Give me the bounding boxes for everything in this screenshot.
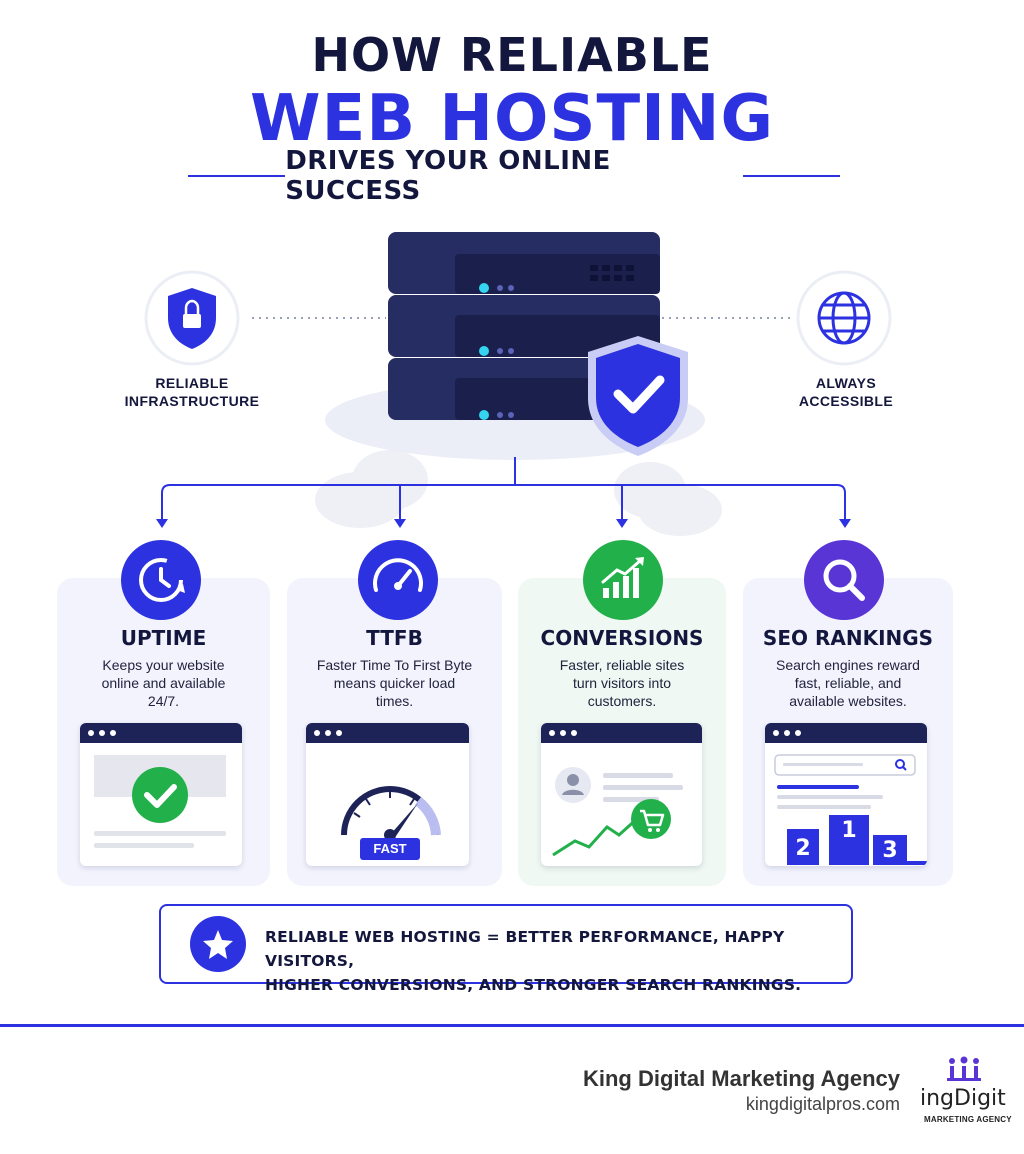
podium-label-second: 2: [795, 836, 811, 861]
search-icon: [895, 759, 905, 769]
card-seo-title: SEO RANKINGS: [762, 626, 934, 650]
window-bar: [765, 723, 927, 743]
card-ttfb-desc: Faster Time To First Byte means quicker …: [287, 656, 502, 710]
window-bar: [80, 723, 242, 743]
hero-illustration: [144, 232, 892, 536]
podium-label-third: 3: [882, 838, 898, 863]
card-uptime-title: UPTIME: [120, 626, 207, 650]
fast-badge: FAST: [360, 838, 420, 860]
podium-first: [829, 815, 869, 865]
card-uptime-desc-line-2: online and available: [101, 675, 226, 691]
card-ttfb-desc-line-2: means quicker load: [333, 675, 456, 691]
summary-line-1: RELIABLE WEB HOSTING = BETTER PERFORMANC…: [265, 928, 785, 970]
left-feature-label: RELIABLE INFRASTRUCTURE: [112, 374, 272, 410]
checkmark-shield-icon: [588, 336, 688, 456]
card-seo-desc-line-3: available websites.: [789, 693, 907, 709]
summary-line-2: HIGHER CONVERSIONS, AND STRONGER SEARCH …: [265, 976, 802, 994]
uptime-window-content: [94, 755, 226, 848]
right-feature-label-line-2: ACCESSIBLE: [798, 393, 894, 409]
subtitle: DRIVES YOUR ONLINE SUCCESS: [285, 146, 611, 206]
speedometer-icon: [358, 540, 438, 620]
cart-icon: [631, 799, 671, 839]
card-ttfb-desc-line-1: Faster Time To First Byte: [316, 657, 473, 673]
conversions-window-content: [552, 767, 683, 857]
check-circle-icon: [132, 767, 188, 823]
subtitle-row: DRIVES YOUR ONLINE SUCCESS: [188, 146, 840, 206]
window-bar: [541, 723, 702, 743]
card-ttfb-title: TTFB: [366, 626, 423, 650]
agency-url[interactable]: kingdigitalpros.com: [745, 1094, 900, 1114]
subtitle-rule-right: [742, 175, 840, 177]
crown-logo-icon: [947, 1056, 981, 1081]
podium-third: [873, 835, 907, 865]
card-seo-desc-line-2: fast, reliable, and: [794, 675, 902, 691]
logo-subtitle: MARKETING AGENCY: [924, 1115, 1012, 1124]
globe-icon: [817, 291, 871, 345]
branch-connectors: [156, 457, 851, 528]
agency-block: King Digital Marketing Agency kingdigita…: [583, 1066, 900, 1115]
card-conversions-desc-line-2: turn visitors into: [572, 675, 672, 691]
left-feature-label-line-2: INFRASTRUCTURE: [124, 393, 260, 409]
left-feature-label-line-1: RELIABLE: [155, 375, 229, 391]
card-uptime-desc-line-1: Keeps your website: [102, 657, 225, 673]
podium-label-first: 1: [841, 818, 857, 843]
conversions-browser-window: [541, 723, 702, 866]
card-seo-desc-line-1: Search engines reward: [776, 657, 920, 673]
subtitle-rule-left: [188, 175, 286, 177]
clock-icon: [121, 540, 201, 620]
growth-chart-icon: [583, 540, 663, 620]
right-feature-label-line-1: ALWAYS: [815, 375, 877, 391]
cloud-right-icon: [614, 462, 722, 536]
seo-browser-window: [765, 723, 927, 866]
star-icon: [190, 916, 246, 972]
card-uptime-desc-line-3: 24/7.: [147, 693, 180, 709]
lock-shield-icon: [168, 288, 216, 349]
card-conversions-desc: Faster, reliable sites turn visitors int…: [518, 656, 726, 710]
card-conversions-desc-line-3: customers.: [587, 693, 657, 709]
seo-window-content: [774, 754, 927, 865]
card-uptime-desc: Keeps your website online and available …: [57, 656, 270, 710]
card-seo-desc: Search engines reward fast, reliable, an…: [743, 656, 953, 710]
uptime-browser-window: [80, 723, 242, 866]
summary-text: RELIABLE WEB HOSTING = BETTER PERFORMANC…: [265, 925, 845, 997]
title-line-2: WEB HOSTING: [250, 82, 774, 156]
footer-rule: [0, 1024, 1024, 1027]
title-line-1: HOW RELIABLE: [311, 28, 713, 82]
card-conversions-desc-line-1: Faster, reliable sites: [559, 657, 685, 673]
agency-name: King Digital Marketing Agency: [582, 1066, 900, 1091]
summary-box: [159, 904, 853, 984]
logo-text: ingDigit: [920, 1086, 1006, 1111]
window-bar: [306, 723, 469, 743]
card-ttfb-desc-line-3: times.: [375, 693, 414, 709]
card-conversions-title: CONVERSIONS: [540, 626, 704, 650]
magnifier-icon: [804, 540, 884, 620]
right-feature-label: ALWAYS ACCESSIBLE: [766, 374, 926, 410]
podium-second: [787, 829, 819, 865]
